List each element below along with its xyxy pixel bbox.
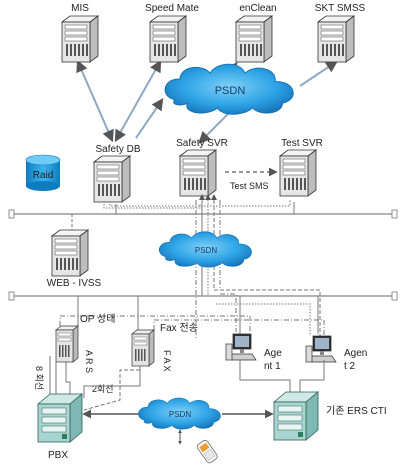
speed-mate-label: Speed Mate <box>145 3 199 14</box>
mis-label: MIS <box>71 3 89 14</box>
fax-label: F A X <box>162 350 172 372</box>
agent2-label-line2: t 2 <box>344 361 356 372</box>
mis-server <box>61 15 99 63</box>
safety-db-server <box>93 155 131 203</box>
lower-connectors <box>59 289 325 336</box>
skt-smss-server <box>317 15 355 63</box>
speed-mate-server <box>149 15 187 63</box>
vertical-arrowheads <box>199 194 217 200</box>
psdn-cloud-bottom-label: PSDN <box>169 410 191 419</box>
ars-label: A R S <box>84 350 94 373</box>
test-svr-server <box>279 149 317 197</box>
cti-box <box>273 391 319 441</box>
fax-box <box>131 329 155 367</box>
agent2-label-line1: Agen <box>344 348 367 359</box>
enclean-server <box>235 15 273 63</box>
raid-label: Raid <box>33 170 54 181</box>
agent1-label-line1: Age <box>264 348 282 359</box>
safety-db-label: Safety DB <box>95 144 140 155</box>
lower-bus <box>8 291 398 301</box>
test-svr-label: Test SVR <box>281 138 323 149</box>
ars-box <box>55 325 79 363</box>
web-ivss-label: WEB - IVSS <box>47 278 102 289</box>
psdn-cloud-mid-label: PSDN <box>195 246 217 255</box>
op-status-label: OP 상태 <box>80 313 115 325</box>
raid-storage <box>25 154 61 191</box>
pbx-label: PBX <box>48 450 68 461</box>
agent1-pc <box>225 333 257 361</box>
existing-cti-label: 기존 ERS CTI <box>326 405 387 417</box>
upper-bus <box>8 209 398 219</box>
pbx-box <box>37 393 83 443</box>
mobile-phone-icon <box>196 439 218 464</box>
psdn-cloud-top-label: PSDN <box>215 85 246 97</box>
enclean-label: enClean <box>239 3 276 14</box>
pbx-wiring <box>49 356 325 411</box>
safety-svr-server <box>179 149 217 197</box>
lines8-label: 8 회선 <box>34 366 44 390</box>
web-ivss-server <box>51 229 89 277</box>
agent2-pc <box>305 335 337 363</box>
safety-svr-label: Safety SVR <box>176 138 228 149</box>
test-sms-label: Test SMS <box>230 181 269 191</box>
agent1-label-line2: nt 1 <box>264 361 281 372</box>
lines2-label: 2회선 <box>92 384 114 394</box>
skt-smss-label: SKT SMSS <box>315 3 366 14</box>
fax-send-label: Fax 전송 <box>160 322 198 334</box>
